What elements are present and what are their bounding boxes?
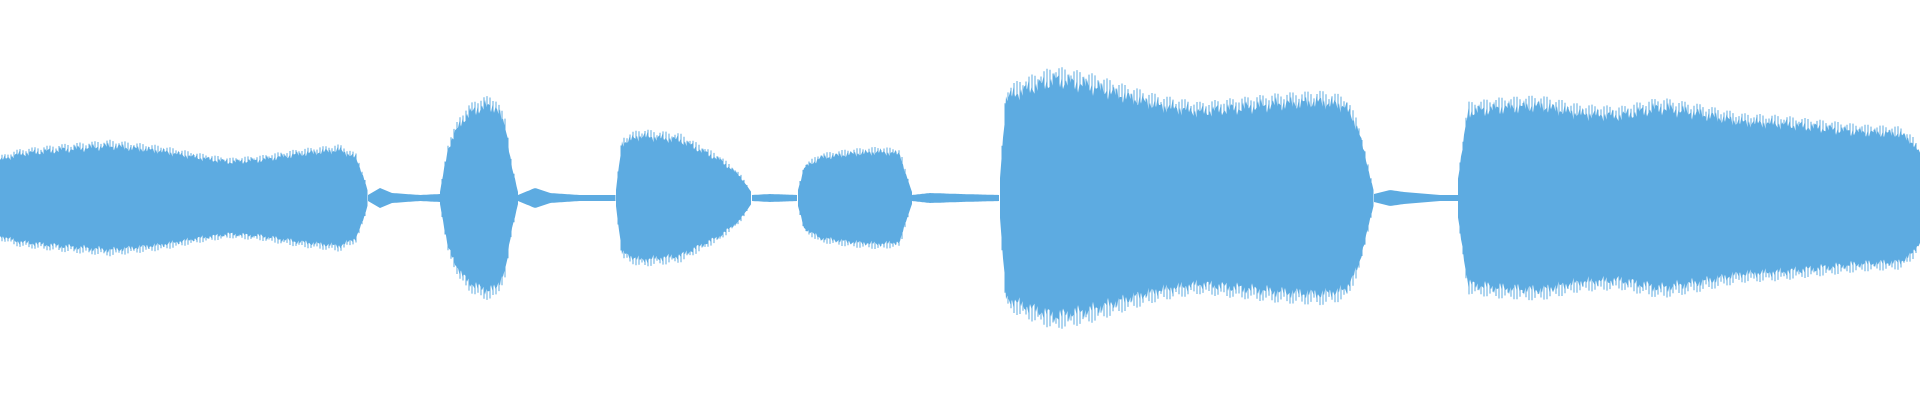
waveform-texture-segment-5: [1001, 67, 1372, 329]
waveform-gap-3: [752, 194, 797, 202]
waveform-texture-segment-2: [441, 96, 515, 300]
waveform-segment-5: [1000, 72, 1374, 323]
waveform-segment-2: [440, 99, 518, 295]
waveform-segments: [0, 67, 1920, 329]
waveform-texture-segment-3: [617, 129, 748, 267]
waveform-gap-5: [1374, 190, 1458, 206]
waveform-gap-4: [912, 193, 999, 203]
waveform-texture-segment-6: [1459, 95, 1917, 301]
waveform-segment-6: [1458, 100, 1920, 295]
waveform-texture-segment-4: [799, 147, 909, 249]
waveform-texture-segment-1: [1, 139, 366, 257]
waveform-gap-1: [368, 188, 440, 208]
waveform-gap-2: [518, 188, 616, 208]
waveform-segment-1: [0, 142, 368, 253]
